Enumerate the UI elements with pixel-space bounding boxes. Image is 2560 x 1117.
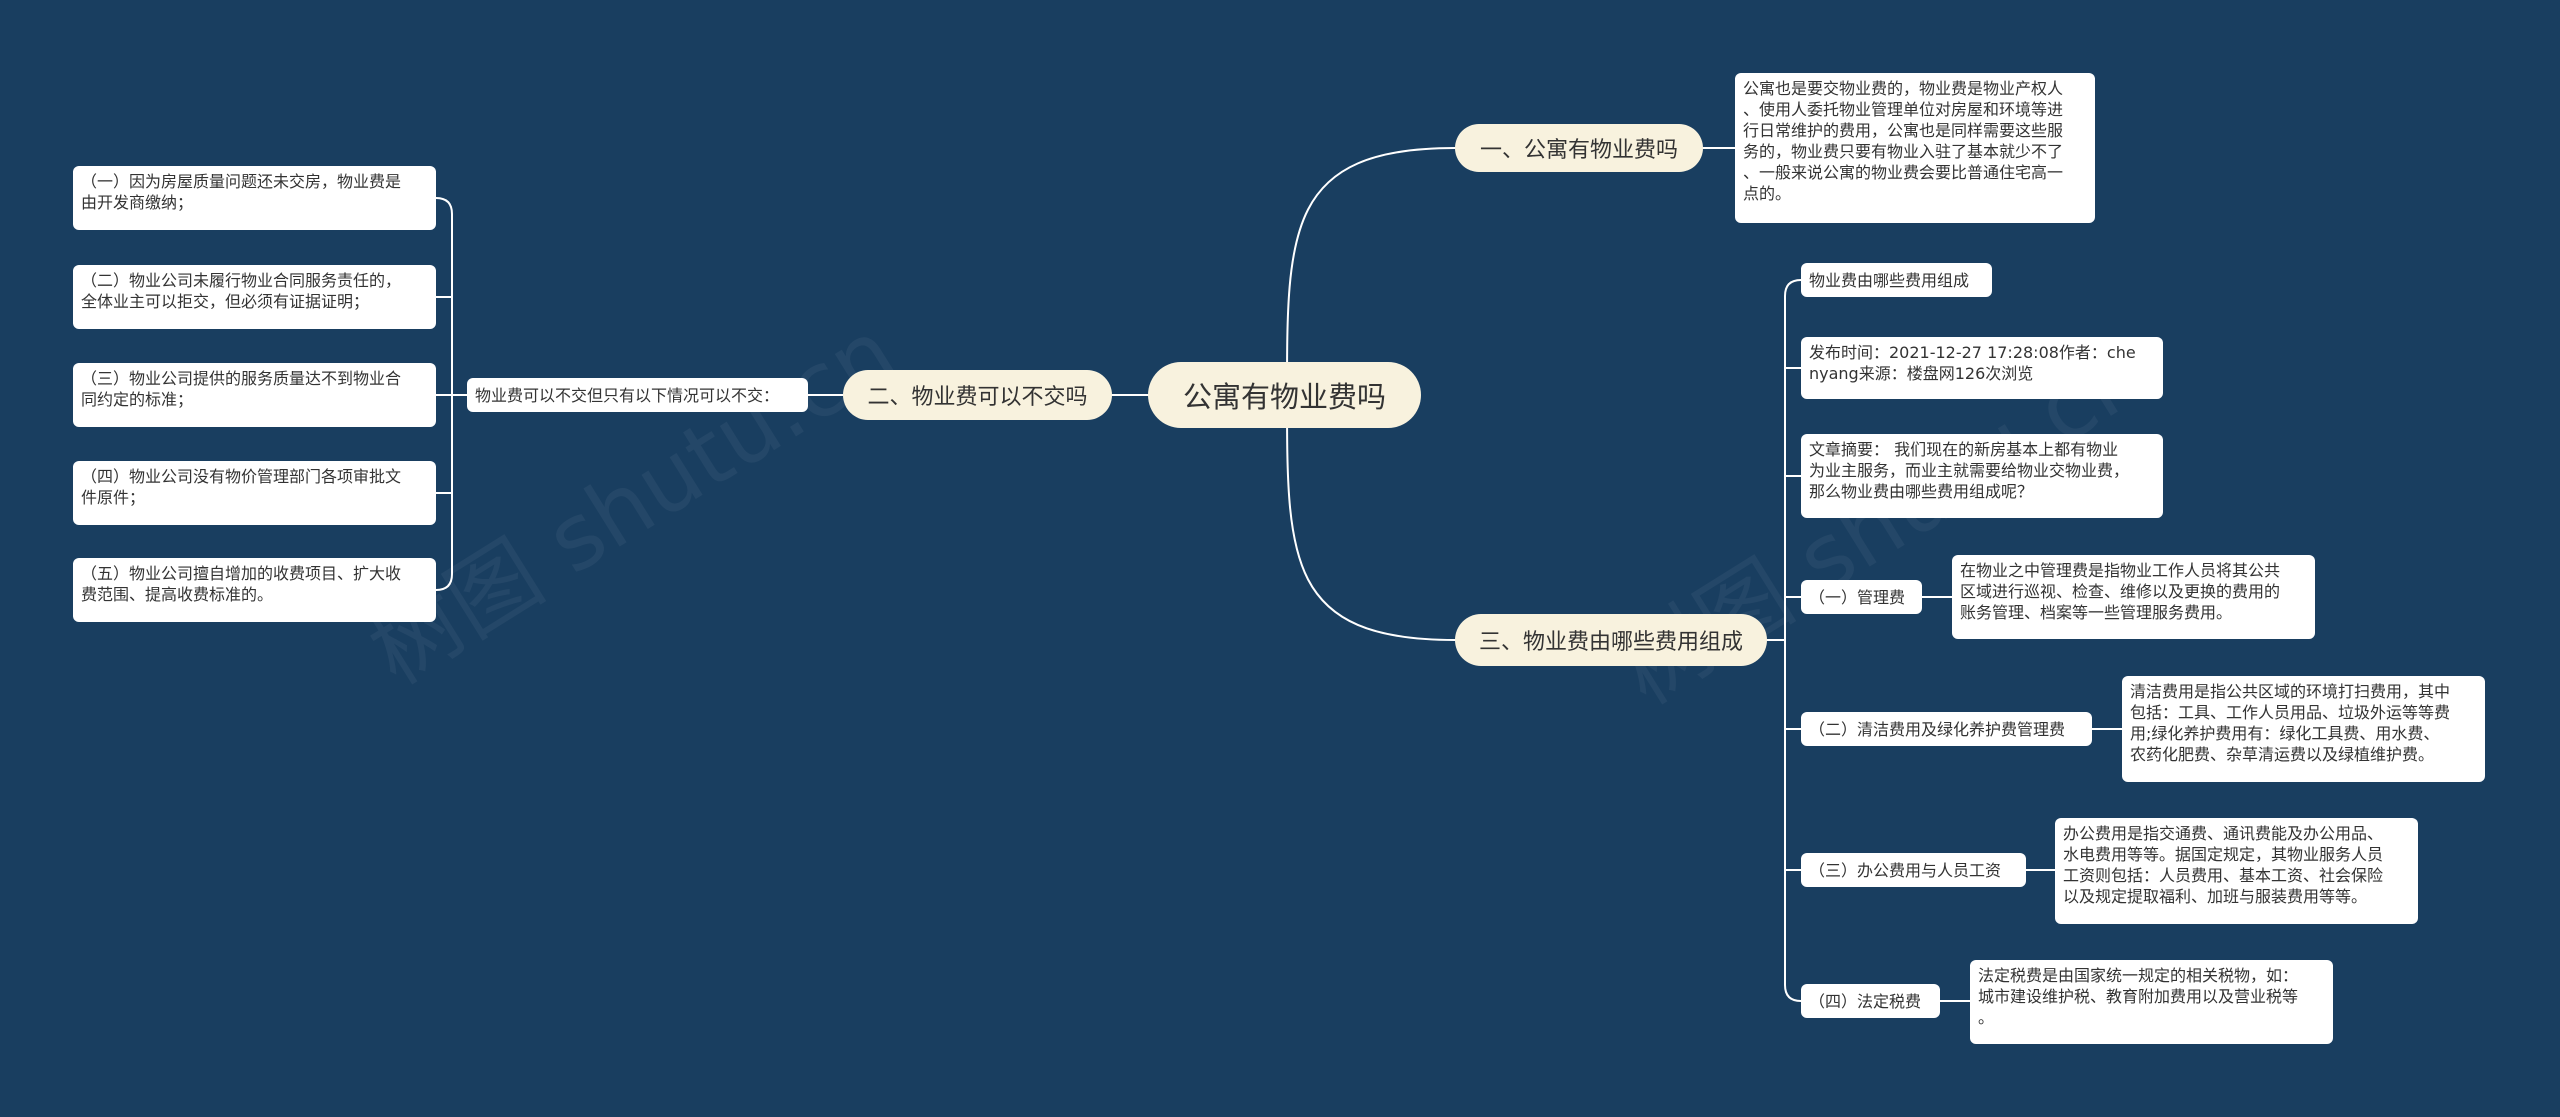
branch-3-item-4-detail[interactable]: 法定税费是由国家统一规定的相关税物，如： 城市建设维护税、教育附加费用以及营业税…	[1970, 960, 2333, 1044]
branch-3-meta[interactable]: 发布时间：2021-12-27 17:28:08作者：che nyang来源：楼…	[1801, 337, 2163, 399]
branch-3-item-3-label[interactable]: （三）办公费用与人员工资	[1801, 853, 2026, 887]
branch-1-detail[interactable]: 公寓也是要交物业费的，物业费是物业产权人 、使用人委托物业管理单位对房屋和环境等…	[1735, 73, 2095, 223]
branch-3-intro[interactable]: 物业费由哪些费用组成	[1801, 263, 1992, 297]
branch-2-item-5[interactable]: （五）物业公司擅自增加的收费项目、扩大收 费范围、提高收费标准的。	[73, 558, 436, 622]
branch-2-node[interactable]: 二、物业费可以不交吗	[843, 370, 1112, 420]
branch-2-item-1[interactable]: （一）因为房屋质量问题还未交房，物业费是 由开发商缴纳；	[73, 166, 436, 230]
branch-3-node[interactable]: 三、物业费由哪些费用组成	[1455, 614, 1767, 666]
branch-2-item-4[interactable]: （四）物业公司没有物价管理部门各项审批文 件原件；	[73, 461, 436, 525]
branch-3-item-1-label[interactable]: （一）管理费	[1801, 580, 1922, 614]
branch-3-item-4-label[interactable]: （四）法定税费	[1801, 984, 1940, 1018]
branch-3-item-3-detail[interactable]: 办公费用是指交通费、通讯费能及办公用品、 水电费用等等。据国定规定，其物业服务人…	[2055, 818, 2418, 924]
branch-2-sub-node[interactable]: 物业费可以不交但只有以下情况可以不交：	[467, 378, 808, 412]
branch-1-node[interactable]: 一、公寓有物业费吗	[1455, 124, 1703, 172]
root-node[interactable]: 公寓有物业费吗	[1148, 362, 1421, 428]
branch-2-item-2[interactable]: （二）物业公司未履行物业合同服务责任的， 全体业主可以拒交，但必须有证据证明；	[73, 265, 436, 329]
branch-3-item-1-detail[interactable]: 在物业之中管理费是指物业工作人员将其公共 区域进行巡视、检查、维修以及更换的费用…	[1952, 555, 2315, 639]
branch-2-item-3[interactable]: （三）物业公司提供的服务质量达不到物业合 同约定的标准；	[73, 363, 436, 427]
branch-3-item-2-label[interactable]: （二）清洁费用及绿化养护费管理费	[1801, 712, 2092, 746]
branch-3-item-2-detail[interactable]: 清洁费用是指公共区域的环境打扫费用，其中 包括：工具、工作人员用品、垃圾外运等等…	[2122, 676, 2485, 782]
branch-3-summary[interactable]: 文章摘要： 我们现在的新房基本上都有物业 为业主服务，而业主就需要给物业交物业费…	[1801, 434, 2163, 518]
